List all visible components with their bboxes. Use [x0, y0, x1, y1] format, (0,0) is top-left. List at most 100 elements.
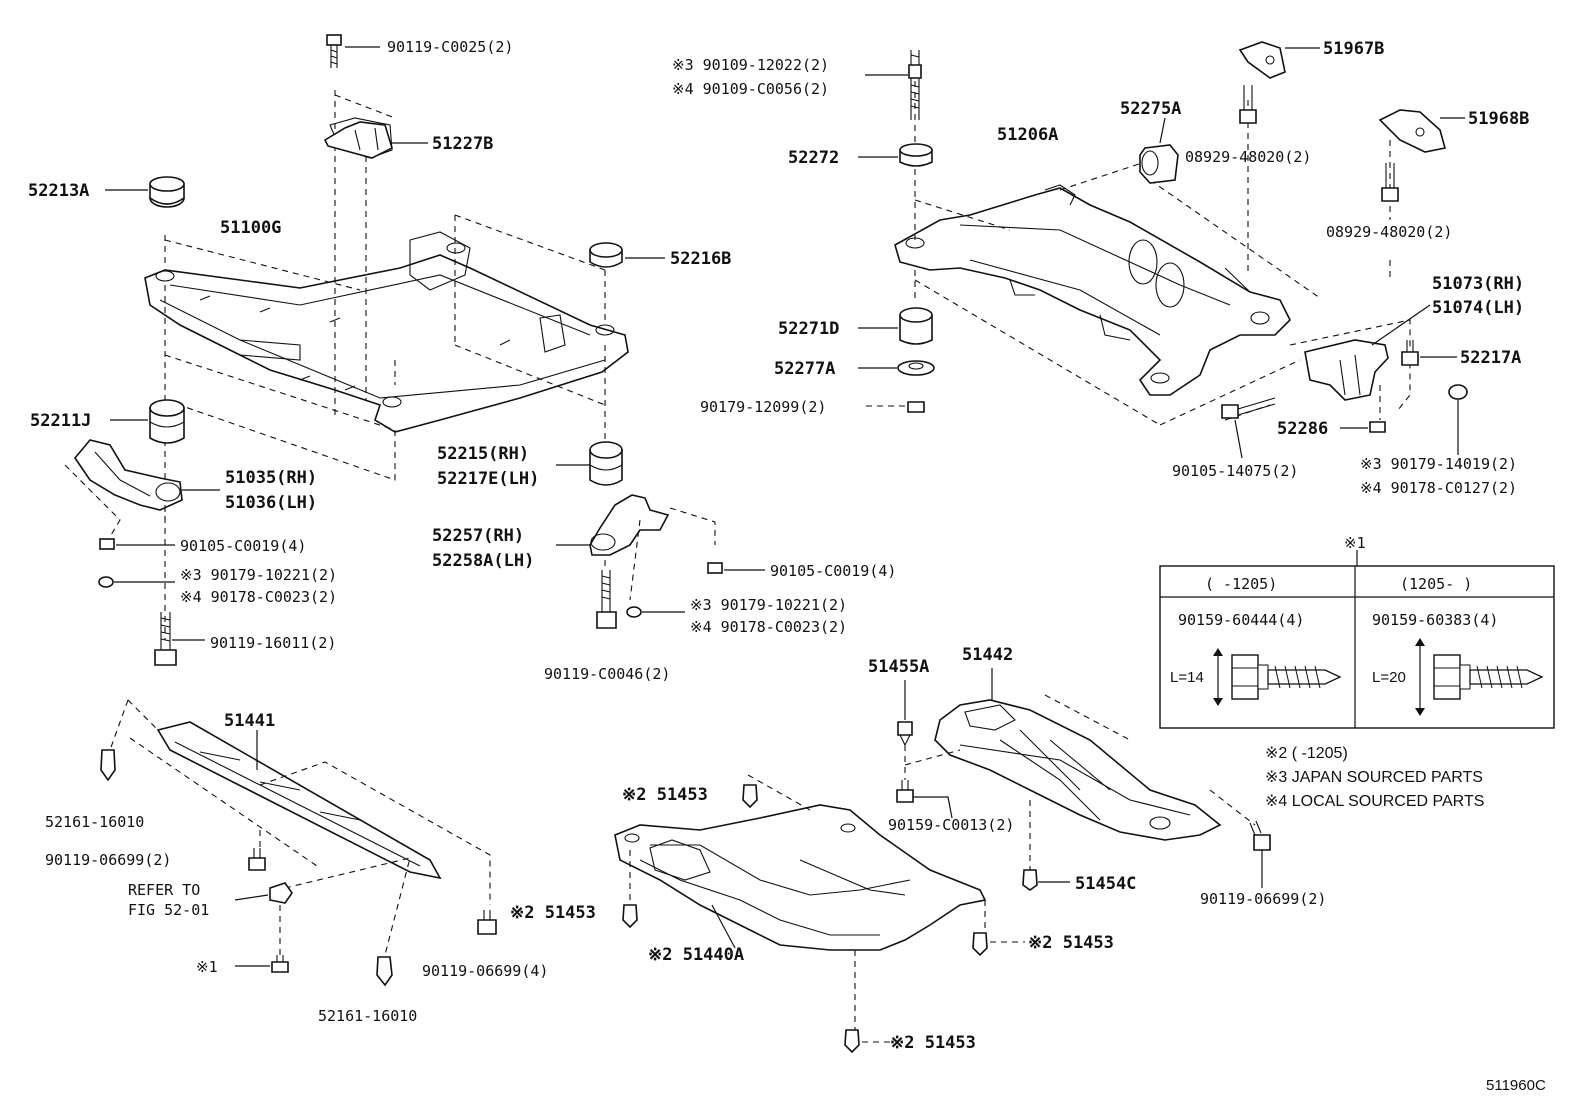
cushion-52271d[interactable]: [899, 307, 933, 345]
screw-asterisk-1[interactable]: [271, 955, 289, 973]
guide-lines-51441: [109, 699, 491, 956]
label-52161-16010-a: 52161-16010: [45, 813, 144, 831]
clip-52161-b[interactable]: [376, 956, 393, 987]
bolt-90119-06699-c[interactable]: [1249, 820, 1271, 851]
label-51035: 51035(RH): [225, 468, 317, 488]
label-51453-a: ※2 51453: [622, 785, 708, 805]
label-90119-06699-b: 90119-06699(4): [422, 962, 548, 980]
bolt-08929-48020-b[interactable]: [1381, 163, 1399, 202]
cushion-52215[interactable]: [589, 441, 623, 486]
label-52161-16010-b: 52161-16010: [318, 1007, 417, 1025]
bolt-90119-c0025[interactable]: [326, 34, 342, 68]
table-col1-part: 90159-60444(4): [1178, 611, 1304, 629]
bracket-51967b[interactable]: [1238, 41, 1286, 79]
label-51453-c: ※2 51453: [1028, 933, 1114, 953]
leader: [1159, 117, 1166, 144]
note-3: ※3 JAPAN SOURCED PARTS: [1265, 769, 1483, 786]
clip-52161-a[interactable]: [100, 749, 116, 782]
label-51442: 51442: [962, 645, 1013, 665]
nut-90179-12099[interactable]: [907, 401, 925, 413]
nut-90179-10221-b[interactable]: [626, 606, 642, 618]
cushion-52272[interactable]: [899, 143, 933, 167]
nut-52286[interactable]: [1369, 421, 1386, 433]
table-col2-header: (1205- ): [1400, 575, 1472, 593]
front-subframe-51100g[interactable]: [144, 117, 629, 433]
label-90109-c0056: ※4 90109-C0056(2): [672, 80, 829, 98]
bolt-90119-16011[interactable]: [154, 612, 177, 666]
label-51440a: ※2 51440A: [648, 945, 744, 965]
table-marker: ※1: [1344, 534, 1366, 552]
label-51453-b: ※2 51453: [510, 903, 596, 923]
cushion-52213a[interactable]: [149, 176, 185, 208]
table-col2-part: 90159-60383(4): [1372, 611, 1498, 629]
label-51206a: 51206A: [997, 125, 1058, 145]
label-51455a: 51455A: [868, 657, 929, 677]
bolt-90119-c0046[interactable]: [596, 570, 617, 629]
bolt-90105-c0019-b[interactable]: [707, 562, 723, 574]
label-08929-48020-b: 08929-48020(2): [1326, 223, 1452, 241]
label-52215: 52215(RH): [437, 444, 529, 464]
clip-51453-a[interactable]: [742, 784, 758, 809]
nut-90179-10221-a[interactable]: [98, 576, 114, 588]
label-51453-d: ※2 51453: [890, 1033, 976, 1053]
rear-subframe-51206a[interactable]: [894, 184, 1291, 396]
table-col1-length: L=14: [1170, 669, 1204, 686]
note-2: ※2 ( -1205): [1265, 745, 1348, 762]
clip-51453-d[interactable]: [844, 1029, 860, 1054]
screw-spec-table: [1159, 550, 1555, 729]
label-52286: 52286: [1277, 419, 1328, 439]
bolt-90119-06699-b[interactable]: [477, 910, 497, 935]
leader: [913, 796, 953, 819]
label-90179-10221-a: ※3 90179-10221(2): [180, 566, 337, 584]
table-col1-header: ( -1205): [1205, 575, 1277, 593]
label-52217e: 52217E(LH): [437, 469, 539, 489]
guide-lines-51440a: [629, 774, 986, 1030]
label-90105-c0019-b: 90105-C0019(4): [770, 562, 896, 580]
leader: [234, 894, 269, 901]
label-52211j: 52211J: [30, 411, 91, 431]
bolt-08929-48020-a[interactable]: [1239, 85, 1257, 124]
label-refer-to: REFER TO: [128, 881, 200, 899]
clip-51453-c[interactable]: [972, 932, 988, 957]
bracket-52257[interactable]: [589, 494, 670, 556]
washer-52277a[interactable]: [897, 360, 935, 376]
label-51227b: 51227B: [432, 134, 493, 154]
label-90119-c0025: 90119-C0025(2): [387, 38, 513, 56]
label-90178-c0023-a: ※4 90178-C0023(2): [180, 588, 337, 606]
bracket-51227b[interactable]: [323, 121, 393, 159]
clip-51454c[interactable]: [1022, 869, 1038, 891]
label-90105-14075: 90105-14075(2): [1172, 462, 1298, 480]
nut-90179-14019[interactable]: [1448, 384, 1468, 400]
clip-refer-fig[interactable]: [269, 882, 293, 904]
cover-51441[interactable]: [156, 721, 442, 880]
clip-51453-b[interactable]: [622, 904, 638, 929]
label-51036: 51036(LH): [225, 493, 317, 513]
label-51967b: 51967B: [1323, 39, 1384, 59]
guide: [604, 507, 716, 601]
cushion-52211j[interactable]: [149, 399, 185, 444]
label-52271d: 52271D: [778, 319, 839, 339]
bracket-51035[interactable]: [73, 439, 183, 511]
bushing-52275a[interactable]: [1139, 144, 1179, 184]
stud-90109-12022[interactable]: [908, 50, 922, 120]
label-51100g: 51100G: [220, 218, 281, 238]
label-51454c: 51454C: [1075, 874, 1136, 894]
label-52217a: 52217A: [1460, 348, 1521, 368]
bolt-90105-14075[interactable]: [1221, 397, 1276, 419]
bolt-90119-06699-a[interactable]: [248, 848, 266, 871]
guide-lines-51442: [904, 694, 1256, 870]
label-90179-14019: ※3 90179-14019(2): [1360, 455, 1517, 473]
cushion-52216b[interactable]: [589, 242, 623, 268]
bolt-52217a[interactable]: [1401, 340, 1419, 366]
cover-51442[interactable]: [934, 699, 1222, 841]
bolt-90105-c0019-a[interactable]: [99, 538, 115, 550]
screw-l20-graphic: [1415, 638, 1544, 716]
bracket-51968b[interactable]: [1378, 109, 1447, 153]
label-52272: 52272: [788, 148, 839, 168]
bolt-90159-c0013[interactable]: [896, 780, 914, 803]
label-51073: 51073(RH): [1432, 274, 1524, 294]
bracket-51073[interactable]: [1304, 339, 1389, 401]
clip-51455a[interactable]: [897, 721, 913, 747]
